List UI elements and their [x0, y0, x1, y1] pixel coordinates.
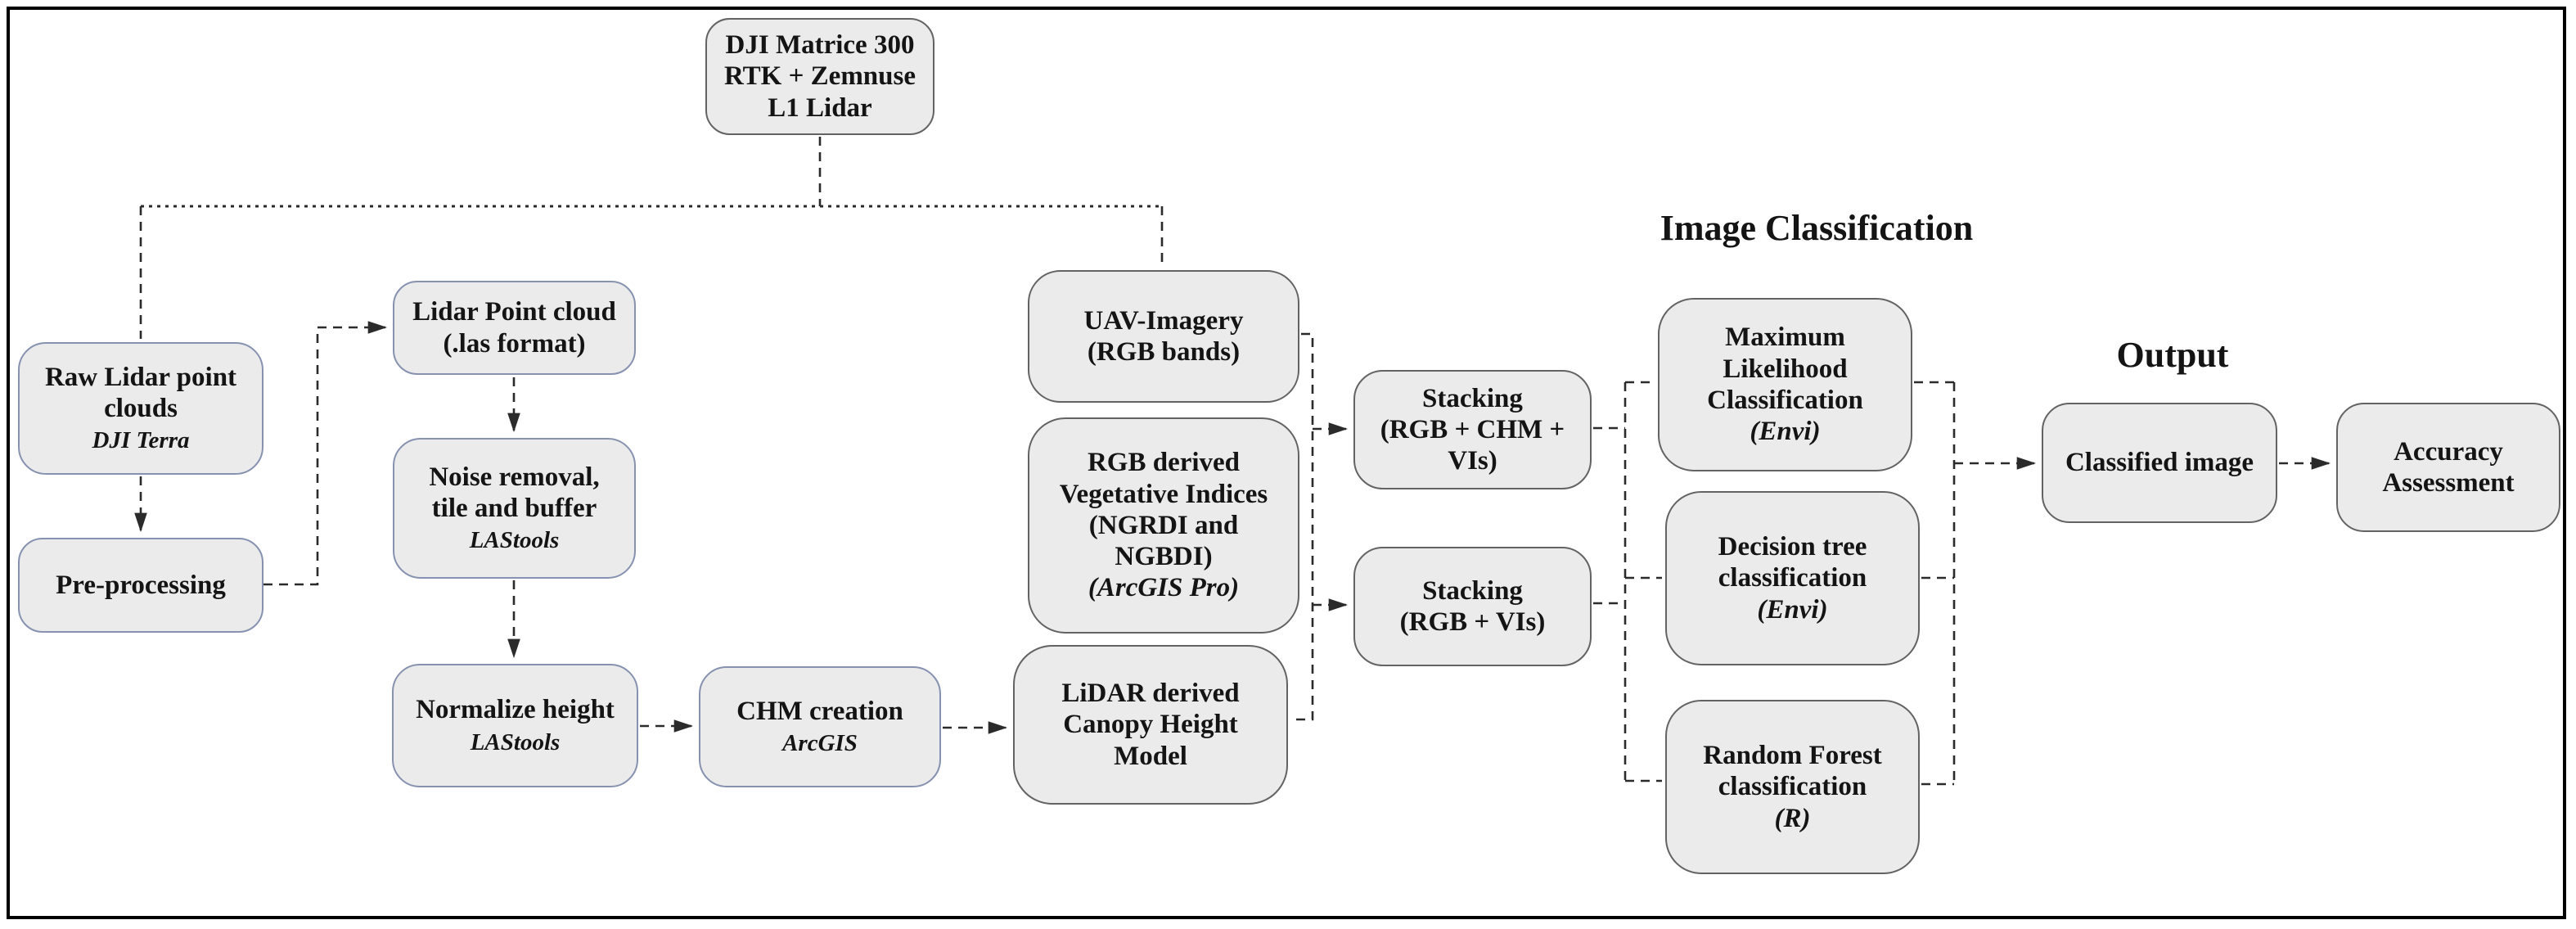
- node-drone-label: DJI Matrice 300 RTK + Zemnuse L1 Lidar: [724, 30, 916, 123]
- node-raw-lidar-tool: DJI Terra: [92, 427, 190, 454]
- heading-output: Output: [2116, 335, 2229, 375]
- heading-image-classification: Image Classification: [1660, 208, 1974, 248]
- node-stacking-rgb-chm-vis: Stacking (RGB + CHM + VIs): [1353, 370, 1592, 489]
- node-noise-removal-tool: LAStools: [469, 527, 560, 554]
- node-maximum-likelihood-tool: (Envi): [1750, 417, 1821, 447]
- node-stacking-rgb-vis-label: Stacking (RGB + VIs): [1399, 575, 1546, 637]
- node-uav-imagery: UAV-Imagery (RGB bands): [1028, 270, 1299, 403]
- node-drone: DJI Matrice 300 RTK + Zemnuse L1 Lidar: [705, 18, 934, 135]
- node-lidar-chm-label: LiDAR derived Canopy Height Model: [1061, 679, 1240, 771]
- connector-pre-to-las: [263, 321, 388, 586]
- node-chm-creation: CHM creation ArcGIS: [699, 666, 941, 787]
- node-decision-tree-tool: (Envi): [1757, 594, 1828, 625]
- node-classified-image-label: Classified image: [2065, 448, 2254, 478]
- node-classified-image: Classified image: [2042, 403, 2277, 523]
- node-accuracy-assessment: Accuracy Assessment: [2336, 403, 2560, 532]
- connector-uav-lidarchm-bus: [1291, 332, 1314, 721]
- node-decision-tree: Decision tree classification (Envi): [1665, 491, 1920, 665]
- node-raw-lidar-label: Raw Lidar point clouds: [44, 362, 237, 424]
- node-normalize-height-label: Normalize height: [416, 695, 615, 725]
- node-raw-lidar: Raw Lidar point clouds DJI Terra: [18, 342, 263, 475]
- node-preprocessing-label: Pre-processing: [56, 570, 226, 600]
- node-random-forest-tool: (R): [1774, 803, 1811, 833]
- node-las-pointcloud: Lidar Point cloud (.las format): [393, 281, 636, 375]
- node-noise-removal-label: Noise removal, tile and buffer: [429, 462, 600, 524]
- node-stacking-rgb-chm-vis-label: Stacking (RGB + CHM + VIs): [1380, 383, 1565, 476]
- node-lidar-chm: LiDAR derived Canopy Height Model: [1013, 645, 1288, 805]
- node-chm-creation-label: CHM creation: [736, 696, 903, 726]
- node-stacking-rgb-vis: Stacking (RGB + VIs): [1353, 547, 1592, 666]
- node-chm-creation-tool: ArcGIS: [782, 730, 858, 757]
- node-random-forest: Random Forest classification (R): [1665, 700, 1920, 874]
- node-normalize-height-tool: LAStools: [470, 728, 561, 755]
- node-uav-imagery-label: UAV-Imagery (RGB bands): [1083, 305, 1244, 367]
- node-las-pointcloud-label: Lidar Point cloud (.las format): [412, 297, 616, 359]
- node-preprocessing: Pre-processing: [18, 538, 263, 633]
- node-accuracy-assessment-label: Accuracy Assessment: [2382, 436, 2515, 498]
- node-vegetative-indices: RGB derived Vegetative Indices (NGRDI an…: [1028, 417, 1299, 634]
- node-maximum-likelihood: Maximum Likelihood Classification (Envi): [1658, 298, 1912, 471]
- node-maximum-likelihood-label: Maximum Likelihood Classification: [1707, 322, 1863, 415]
- node-decision-tree-label: Decision tree classification: [1718, 532, 1867, 593]
- node-vegetative-indices-label: RGB derived Vegetative Indices (NGRDI an…: [1059, 448, 1268, 572]
- node-random-forest-label: Random Forest classification: [1703, 741, 1882, 802]
- node-vegetative-indices-tool: (ArcGIS Pro): [1088, 573, 1240, 603]
- node-normalize-height: Normalize height LAStools: [392, 664, 638, 787]
- diagram-border: [7, 7, 2566, 919]
- node-noise-removal: Noise removal, tile and buffer LAStools: [393, 438, 636, 579]
